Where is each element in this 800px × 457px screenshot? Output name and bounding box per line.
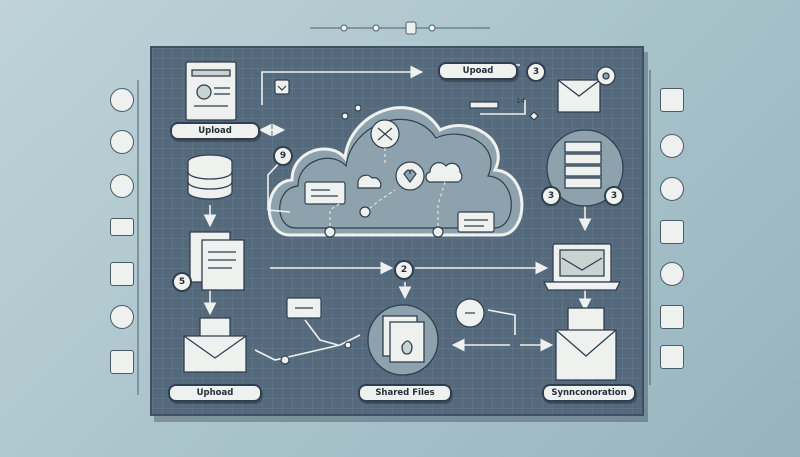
envelope-bottomleft xyxy=(183,317,247,373)
image-icon xyxy=(660,88,684,112)
synchronisation-label: Synnconoration xyxy=(542,384,636,402)
badge-left-mid: 9 xyxy=(273,146,293,166)
cloud-inner xyxy=(304,104,495,238)
gauge-icon xyxy=(110,174,134,198)
shared-files-label: Shared Files xyxy=(358,384,452,402)
small-shapes xyxy=(274,79,539,365)
laptop xyxy=(542,243,622,291)
upload-top-label: Upoad xyxy=(438,62,518,80)
document-icon xyxy=(660,220,684,244)
envelope-icon xyxy=(110,350,134,374)
badge-left-docs: 5 xyxy=(172,272,192,292)
badge-center: 2 xyxy=(394,260,414,280)
globe-icon xyxy=(110,88,134,112)
refresh-icon xyxy=(660,262,684,286)
badge-stack-right: 3 xyxy=(604,186,624,206)
top-decoration xyxy=(310,21,490,35)
badge-top-right: 3 xyxy=(526,62,546,82)
display-icon xyxy=(660,345,684,369)
document-topleft xyxy=(185,61,237,121)
document-bottomright xyxy=(555,307,617,381)
badge-stack-left: 3 xyxy=(541,186,561,206)
chip xyxy=(286,297,322,319)
monitor-icon xyxy=(110,305,134,329)
upload-bottom-label: Uphoad xyxy=(168,384,262,402)
grid-icon xyxy=(660,305,684,329)
globe-icon xyxy=(660,177,684,201)
cloud-dashes xyxy=(329,148,446,232)
card-icon xyxy=(110,218,134,236)
server-stack xyxy=(546,129,624,207)
mail-icon xyxy=(110,262,134,286)
upload-left-label: Upload xyxy=(170,122,260,140)
database-icon xyxy=(187,154,233,200)
shared-files-icon xyxy=(367,304,439,376)
flow-arrows xyxy=(203,64,592,361)
documents-left xyxy=(189,231,245,291)
mail-topright xyxy=(557,66,616,113)
wifi-icon xyxy=(660,134,684,158)
cloud-icon xyxy=(110,130,134,154)
small-text: 14 xyxy=(516,97,525,105)
